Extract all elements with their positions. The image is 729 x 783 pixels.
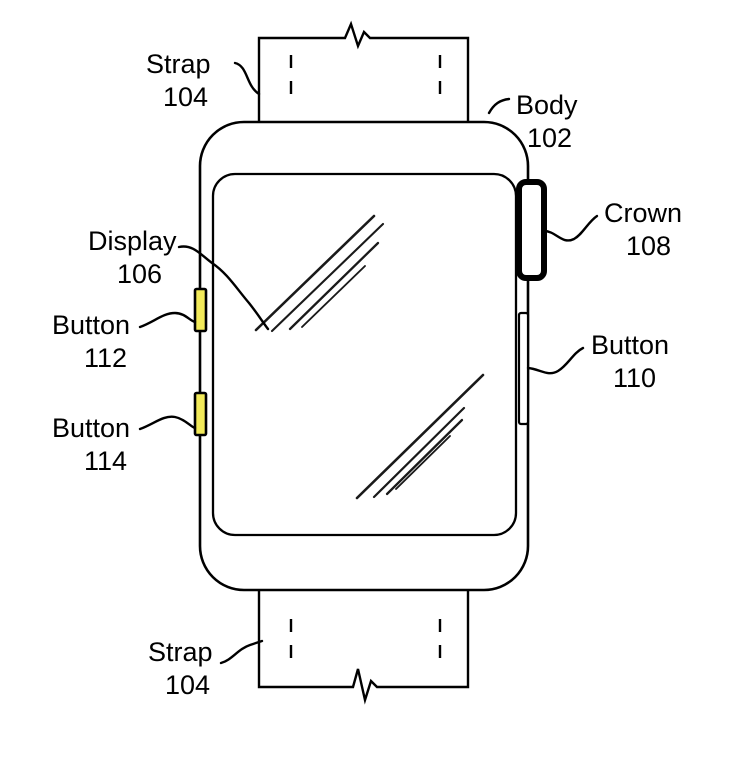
label-body-number: 102 bbox=[527, 123, 572, 153]
display-glare-lower bbox=[355, 373, 485, 500]
leader-button-112 bbox=[138, 311, 197, 329]
label-strap-bottom-name: Strap bbox=[148, 637, 213, 667]
display-glare-upper bbox=[254, 214, 385, 333]
button-114-group[interactable] bbox=[193, 391, 208, 437]
button-112[interactable] bbox=[193, 287, 208, 333]
label-button-110-name: Button bbox=[591, 330, 669, 360]
label-strap-top-number: 104 bbox=[163, 82, 208, 112]
label-button-112-number: 112 bbox=[84, 343, 127, 373]
leader-strap-bottom bbox=[219, 639, 264, 665]
leader-button-110 bbox=[526, 346, 585, 375]
strap-bottom-group bbox=[257, 590, 470, 705]
button-114[interactable] bbox=[193, 391, 208, 437]
button-110[interactable] bbox=[517, 311, 530, 426]
label-button-110-number: 110 bbox=[613, 363, 656, 393]
label-display-name: Display bbox=[88, 226, 177, 256]
display-group[interactable] bbox=[211, 172, 518, 537]
label-button-114-name: Button bbox=[52, 413, 130, 443]
label-crown-name: Crown bbox=[604, 198, 682, 228]
crown-button[interactable] bbox=[516, 179, 547, 281]
display-screen[interactable] bbox=[211, 172, 518, 537]
label-texts: Strap 104 Body 102 Crown 108 Display 106… bbox=[52, 49, 682, 700]
label-button-114-number: 114 bbox=[84, 446, 127, 476]
leader-crown bbox=[542, 214, 599, 242]
label-button-112-name: Button bbox=[52, 310, 130, 340]
leader-button-114 bbox=[138, 415, 197, 431]
label-body-name: Body bbox=[516, 90, 578, 120]
leader-body bbox=[487, 97, 511, 115]
button-110-group[interactable] bbox=[517, 311, 530, 426]
crown-group[interactable] bbox=[516, 179, 547, 281]
label-crown-number: 108 bbox=[626, 231, 671, 261]
leader-strap-top bbox=[233, 61, 261, 96]
strap-top-group bbox=[257, 20, 470, 122]
strap-top-outline bbox=[257, 20, 470, 122]
label-display-number: 106 bbox=[117, 259, 162, 289]
strap-bottom-outline bbox=[257, 590, 470, 705]
button-112-group[interactable] bbox=[193, 287, 208, 333]
label-strap-top-name: Strap bbox=[146, 49, 211, 79]
leader-lines bbox=[138, 61, 599, 665]
leader-display bbox=[177, 245, 270, 331]
label-strap-bottom-number: 104 bbox=[165, 670, 210, 700]
